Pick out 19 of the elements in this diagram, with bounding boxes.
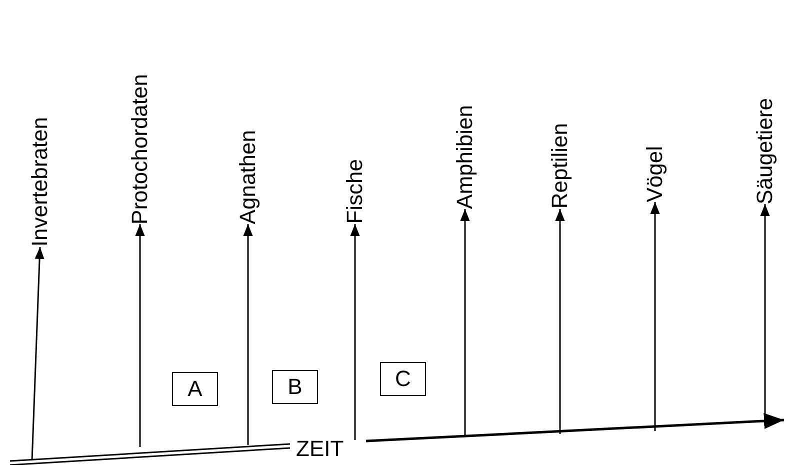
group-label: Fische [342, 159, 368, 224]
group-label: Reptilien [547, 123, 573, 209]
group-label: Amphibien [452, 105, 478, 209]
group-label: Vögel [642, 146, 668, 202]
arrow [460, 209, 470, 437]
group-label: Agnathen [235, 130, 261, 224]
letter-box: B [272, 370, 318, 404]
arrow [350, 224, 360, 440]
arrow [650, 202, 660, 431]
axis-label: ZEIT [296, 437, 344, 461]
arrow [135, 224, 145, 447]
group-label: Protochordaten [127, 74, 153, 224]
arrow [555, 209, 565, 434]
letter-box: A [172, 372, 218, 406]
group-label: Säugetiere [752, 98, 778, 204]
letter-box: C [380, 362, 426, 396]
arrow [243, 224, 253, 445]
arrow [31, 246, 44, 460]
group-label: Invertebraten [27, 117, 53, 247]
